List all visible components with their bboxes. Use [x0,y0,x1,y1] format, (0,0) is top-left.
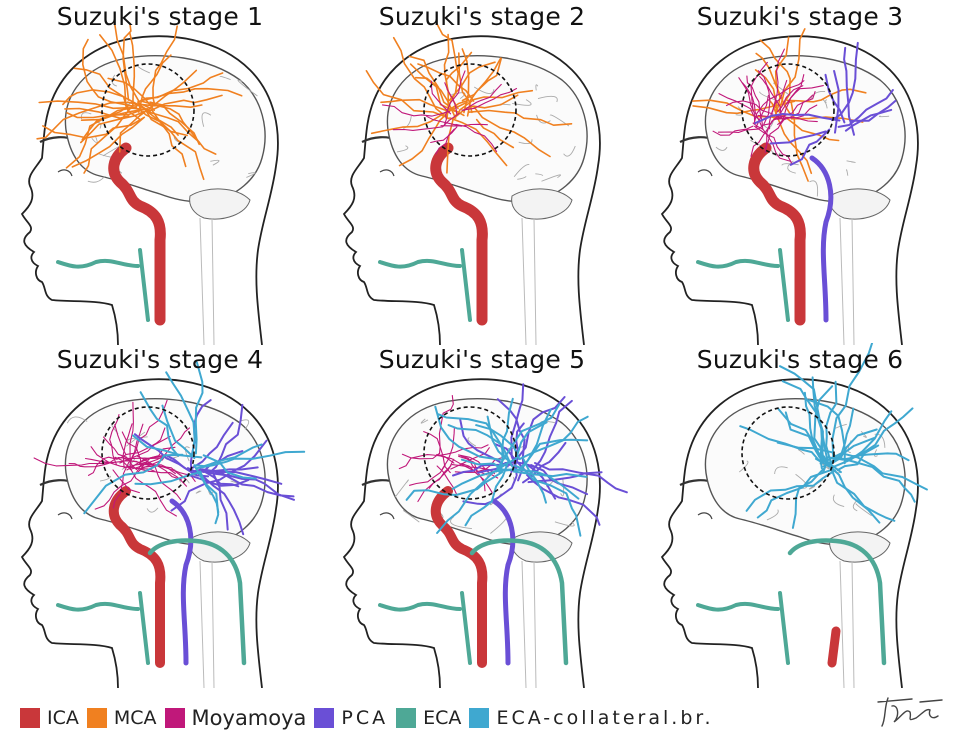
legend-item-moyamoya: Moyamoya [165,706,307,730]
legend-item-eca-collateral: ECA-collateral.br. [469,707,713,729]
legend-label-eca: ECA [423,707,461,729]
legend-item-pca: PCA [314,707,388,729]
spinal-cord [200,561,214,688]
head-illustration-1 [0,0,320,345]
stage-panel-6: Suzuki's stage 6 [640,343,960,688]
signature-icon [872,694,950,730]
legend-item-mca: MCA [87,707,157,729]
eye [58,170,72,176]
legend-swatch-pca [314,708,334,728]
stage-title-3: Suzuki's stage 3 [640,2,960,31]
eca-vessel [58,250,148,320]
stage-title-4: Suzuki's stage 4 [0,345,320,374]
eca-vessel [58,593,148,663]
ica-vessel [832,631,836,663]
spinal-cord [200,218,214,345]
eca-vessel [380,250,470,320]
legend-label-eca-collateral: ECA-collateral.br. [496,707,713,729]
legend-label-moyamoya: Moyamoya [192,706,307,730]
legend-label-ica: ICA [47,707,79,729]
stage-panel-1: Suzuki's stage 1 [0,0,320,345]
legend-label-pca: PCA [341,707,388,729]
spinal-cord [522,561,536,688]
head-illustration-4 [0,343,320,688]
head-illustration-6 [640,343,960,688]
legend-swatch-ica [20,708,40,728]
spinal-cord [840,561,854,688]
head-illustration-5 [322,343,642,688]
stage-panel-4: Suzuki's stage 4 [0,343,320,688]
stage-title-2: Suzuki's stage 2 [322,2,642,31]
stage-title-5: Suzuki's stage 5 [322,345,642,374]
cerebellum [190,189,250,219]
cerebellum [512,189,572,219]
legend-swatch-eca-collateral [469,708,489,728]
legend: ICA MCA Moyamoya PCA ECA ECA-collateral.… [20,703,722,733]
eye [698,170,712,176]
eye [58,513,72,519]
brain-outline [705,399,905,545]
stage-title-1: Suzuki's stage 1 [0,2,320,31]
legend-swatch-mca [87,708,107,728]
brain-outline [705,56,905,202]
cerebellum [830,189,890,219]
legend-label-mca: MCA [114,707,157,729]
eye [380,170,394,176]
legend-item-ica: ICA [20,707,79,729]
eye [380,513,394,519]
spinal-cord [840,218,854,345]
legend-swatch-moyamoya [165,708,185,728]
eca-vessel [698,593,788,663]
stage-panel-2: Suzuki's stage 2 [322,0,642,345]
spinal-cord [522,218,536,345]
head-illustration-3 [640,0,960,345]
legend-item-eca: ECA [396,707,461,729]
eye [698,513,712,519]
stage-panel-5: Suzuki's stage 5 [322,343,642,688]
stage-panel-3: Suzuki's stage 3 [640,0,960,345]
head-illustration-2 [322,0,642,345]
legend-swatch-eca [396,708,416,728]
stage-title-6: Suzuki's stage 6 [640,345,960,374]
eca-vessel [380,593,470,663]
eca-vessel [698,250,788,320]
